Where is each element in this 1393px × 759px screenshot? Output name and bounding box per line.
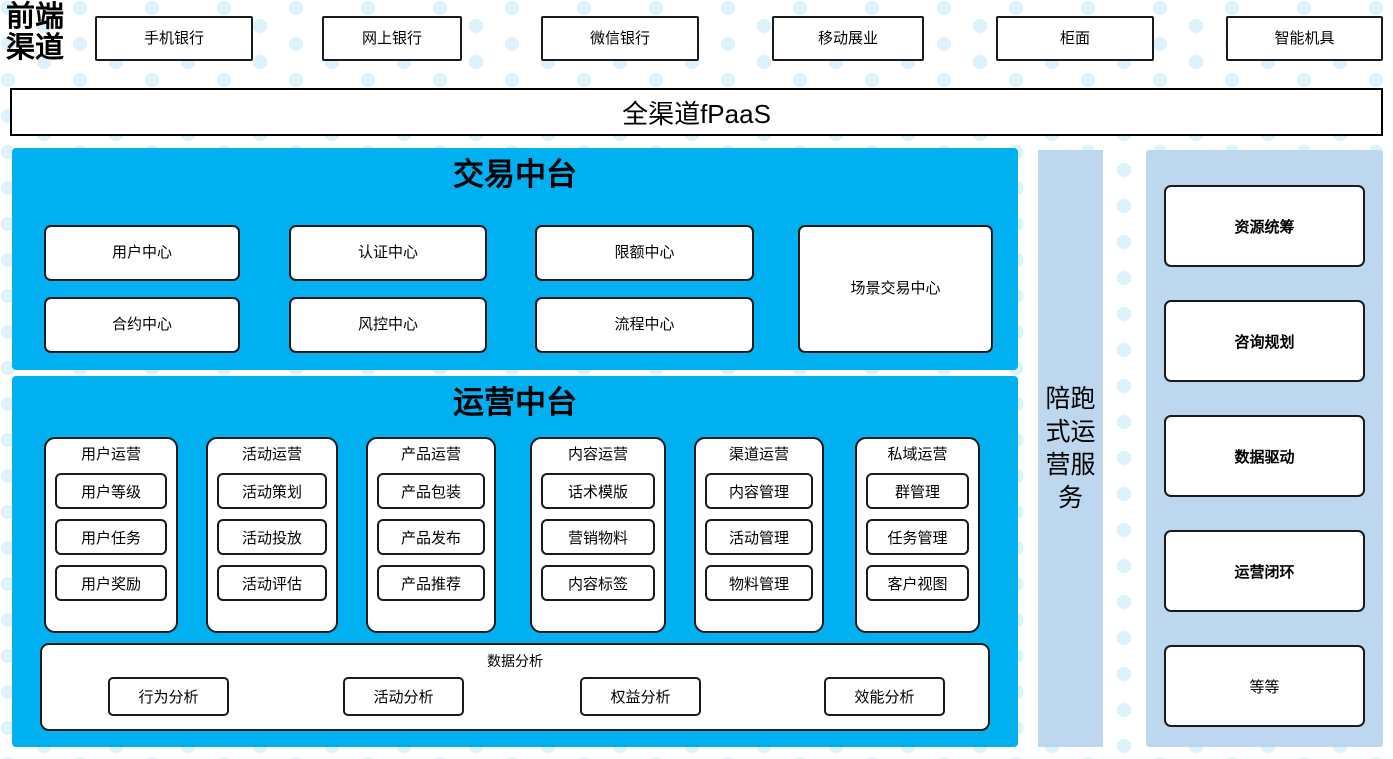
omnichannel-fpaas-bar[interactable]: 全渠道fPaaS [10, 88, 1383, 136]
channel-box-0[interactable]: 手机银行 [95, 16, 253, 61]
operations-column-title: 活动运营 [241, 446, 302, 463]
trade-center-box-label: 限额中心 [614, 244, 675, 262]
operations-column-4: 渠道运营内容管理活动管理物料管理 [694, 437, 824, 633]
service-card-4[interactable]: 等等 [1164, 645, 1365, 727]
operations-item[interactable]: 客户视图 [866, 565, 969, 601]
scene-trade-center-box[interactable]: 场景交易中心 [798, 225, 993, 353]
operations-item[interactable]: 营销物料 [541, 519, 655, 555]
operations-item[interactable]: 产品包装 [377, 473, 485, 509]
operations-column-3: 内容运营话术模版营销物料内容标签 [530, 437, 666, 633]
operations-column-title: 渠道运营 [728, 446, 789, 463]
data-analysis-title: 数据分析 [487, 653, 543, 669]
channel-box-2[interactable]: 微信银行 [541, 16, 699, 61]
operations-column-title: 内容运营 [567, 446, 628, 463]
operations-item[interactable]: 群管理 [866, 473, 969, 509]
operations-column-title: 私域运营 [887, 446, 948, 463]
trade-center-title: 交易中台 [453, 157, 577, 192]
service-card-3[interactable]: 运营闭环 [1164, 530, 1365, 612]
operations-item[interactable]: 产品推荐 [377, 565, 485, 601]
accompany-service-column: 陪跑式运营服务 [1038, 150, 1103, 747]
trade-center-box-label: 认证中心 [357, 244, 418, 262]
trade-center-box-4[interactable]: 风控中心 [289, 297, 487, 353]
scene-trade-center-label: 场景交易中心 [850, 280, 941, 298]
channel-box-label: 柜面 [1059, 29, 1090, 47]
operations-item[interactable]: 用户等级 [55, 473, 167, 509]
trade-center-box-label: 合约中心 [111, 316, 172, 334]
operations-column-1: 活动运营活动策划活动投放活动评估 [206, 437, 338, 633]
data-analysis-item-3[interactable]: 效能分析 [824, 677, 945, 716]
operations-item[interactable]: 任务管理 [866, 519, 969, 555]
trade-center-box-2[interactable]: 限额中心 [535, 225, 754, 281]
trade-center-box-5[interactable]: 流程中心 [535, 297, 754, 353]
operations-column-title: 产品运营 [400, 446, 461, 463]
service-card-0[interactable]: 资源统筹 [1164, 185, 1365, 267]
operations-item[interactable]: 活动评估 [217, 565, 327, 601]
operations-item[interactable]: 用户奖励 [55, 565, 167, 601]
channel-box-5[interactable]: 智能机具 [1226, 16, 1383, 61]
channel-box-label: 智能机具 [1274, 29, 1335, 47]
trade-center-box-label: 流程中心 [614, 316, 675, 334]
channel-box-label: 移动展业 [817, 29, 878, 47]
operations-item[interactable]: 活动管理 [705, 519, 813, 555]
channel-box-4[interactable]: 柜面 [996, 16, 1154, 61]
trade-center-box-label: 风控中心 [357, 316, 418, 334]
channel-box-1[interactable]: 网上银行 [322, 16, 462, 61]
channel-box-label: 微信银行 [589, 29, 650, 47]
data-analysis-box: 数据分析 行为分析 活动分析 权益分析 效能分析 [40, 643, 990, 731]
operations-column-2: 产品运营产品包装产品发布产品推荐 [366, 437, 496, 633]
trade-center-box-1[interactable]: 认证中心 [289, 225, 487, 281]
operations-item[interactable]: 内容管理 [705, 473, 813, 509]
channel-box-label: 手机银行 [143, 29, 204, 47]
operations-item[interactable]: 内容标签 [541, 565, 655, 601]
operations-column-0: 用户运营用户等级用户任务用户奖励 [44, 437, 178, 633]
front-end-channel-label: 前端渠道 [6, 1, 65, 64]
operations-item[interactable]: 活动投放 [217, 519, 327, 555]
operations-center-title: 运营中台 [453, 385, 577, 420]
data-analysis-item-2[interactable]: 权益分析 [580, 677, 701, 716]
operations-item[interactable]: 产品发布 [377, 519, 485, 555]
accompany-service-label: 陪跑式运营服务 [1045, 384, 1096, 512]
operations-item[interactable]: 用户任务 [55, 519, 167, 555]
service-card-2[interactable]: 数据驱动 [1164, 415, 1365, 497]
trade-center-box-3[interactable]: 合约中心 [44, 297, 240, 353]
channel-box-label: 网上银行 [361, 29, 422, 47]
operations-item[interactable]: 活动策划 [217, 473, 327, 509]
operations-item[interactable]: 物料管理 [705, 565, 813, 601]
service-card-column: 资源统筹咨询规划数据驱动运营闭环等等 [1146, 150, 1383, 747]
data-analysis-item-0[interactable]: 行为分析 [108, 677, 229, 716]
fpaas-label: 全渠道fPaaS [622, 98, 771, 129]
trade-center-box-label: 用户中心 [111, 244, 172, 262]
operations-column-5: 私域运营群管理任务管理客户视图 [855, 437, 980, 633]
service-card-1[interactable]: 咨询规划 [1164, 300, 1365, 382]
data-analysis-item-1[interactable]: 活动分析 [343, 677, 464, 716]
channel-box-3[interactable]: 移动展业 [772, 16, 924, 61]
trade-center-box-0[interactable]: 用户中心 [44, 225, 240, 281]
operations-column-title: 用户运营 [80, 446, 141, 463]
operations-item[interactable]: 话术模版 [541, 473, 655, 509]
